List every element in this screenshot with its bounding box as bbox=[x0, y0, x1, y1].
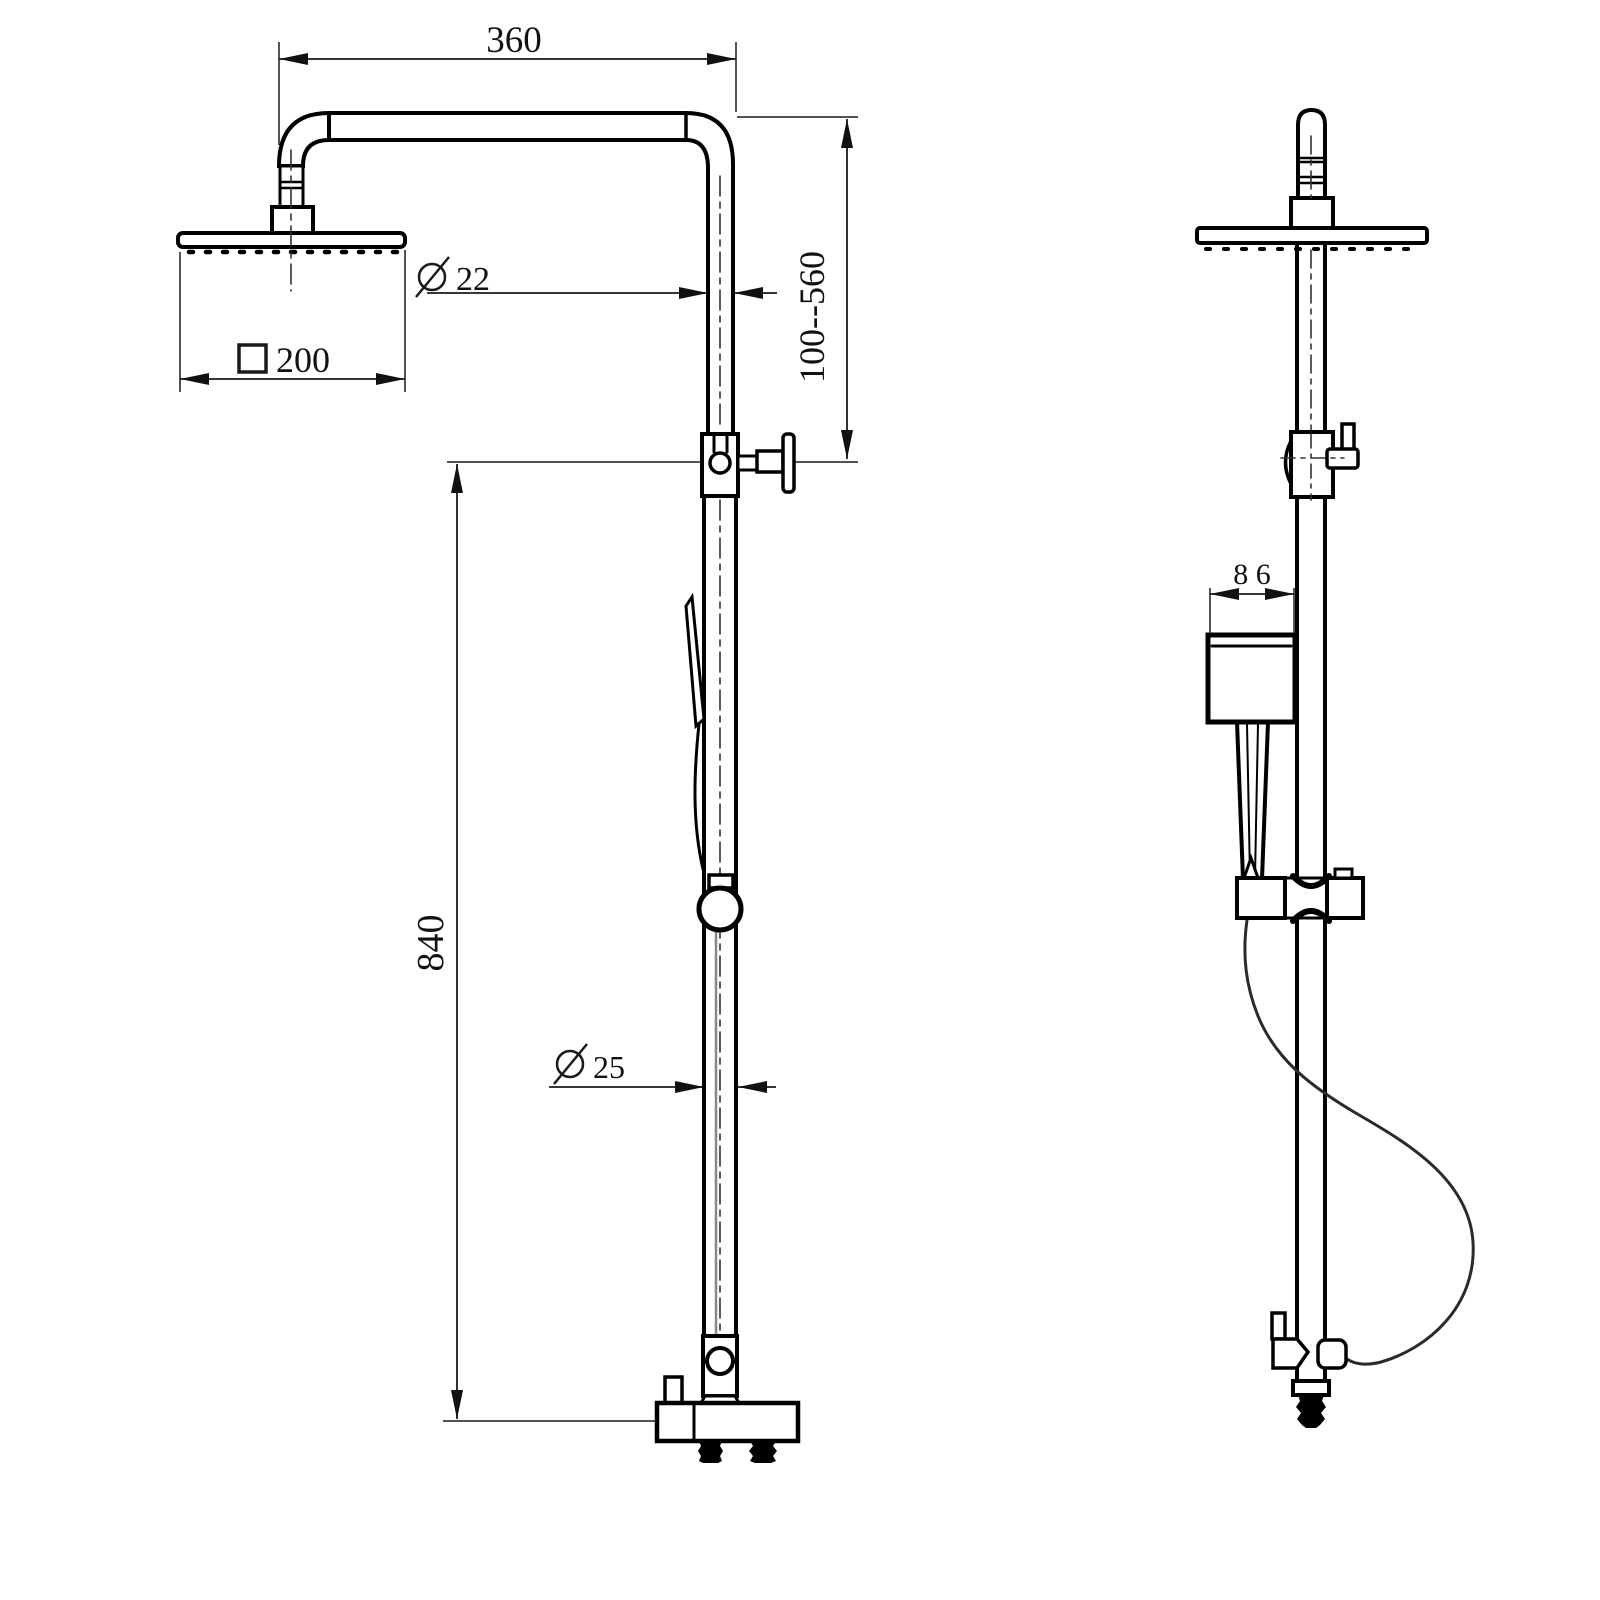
bottom-connector-pivot bbox=[705, 1346, 735, 1376]
dim-text-lower-diameter: 25 bbox=[593, 1049, 625, 1085]
holder-cradle-block bbox=[1235, 876, 1287, 920]
dim-text-upper-diameter: 22 bbox=[456, 261, 490, 298]
bottom-valve-nub bbox=[1316, 1338, 1348, 1370]
arm-elbow-outline bbox=[276, 110, 331, 168]
dim-arrow bbox=[376, 373, 405, 385]
bottom-valve-base bbox=[1291, 1379, 1331, 1397]
dim-arm-length: 360 bbox=[278, 20, 737, 145]
mixer-lever-tab bbox=[663, 1375, 684, 1405]
inlet-nipple-right bbox=[749, 1441, 777, 1463]
dim-height-range: 100--560 bbox=[737, 116, 858, 463]
hand-shower-handle-inner bbox=[1246, 723, 1251, 878]
dim-text-height-range: 100--560 bbox=[792, 251, 832, 383]
inlet-nipple-left bbox=[698, 1441, 723, 1463]
hand-shower-handle-outer bbox=[1235, 720, 1270, 881]
hand-shower-handle-inner bbox=[1254, 723, 1259, 878]
dim-text-arm-length: 360 bbox=[486, 20, 542, 61]
diverter-pivot bbox=[708, 451, 732, 475]
dim-lower-pipe-diameter: 25 bbox=[549, 1043, 776, 1093]
dim-arrow bbox=[841, 119, 853, 148]
dim-arrow bbox=[180, 373, 209, 385]
dim-arrow bbox=[1210, 588, 1239, 600]
diameter-symbol-slash bbox=[415, 256, 450, 298]
diverter-handle-bar bbox=[781, 432, 796, 494]
diverter-handle-stem bbox=[736, 454, 759, 472]
clamp-right-block bbox=[1325, 876, 1365, 920]
bottom-valve-lever-wedge bbox=[1271, 1337, 1311, 1370]
dim-arrow bbox=[679, 287, 708, 299]
corner-inner-pipe-left bbox=[684, 138, 710, 435]
square-symbol-icon bbox=[237, 343, 268, 374]
dim-arrow bbox=[279, 53, 308, 65]
dim-column-height: 840 bbox=[410, 461, 700, 1422]
dim-head-width: 200 bbox=[179, 250, 406, 392]
clamp-right-tab bbox=[1333, 867, 1354, 880]
hand-shower-hose bbox=[1243, 918, 1475, 1366]
dim-arrow bbox=[738, 1081, 767, 1093]
side-view bbox=[1195, 107, 1475, 1428]
dim-arrow bbox=[675, 1081, 704, 1093]
holder-tooth bbox=[1242, 853, 1260, 880]
dim-arrow bbox=[451, 1390, 463, 1419]
holder-ball bbox=[696, 885, 744, 933]
dim-arrow bbox=[1265, 588, 1294, 600]
dim-arrow bbox=[841, 430, 853, 459]
front-view bbox=[176, 110, 801, 1463]
dim-text-hand-shower-width: 8 6 bbox=[1233, 558, 1271, 591]
head-plate-side bbox=[1195, 226, 1429, 245]
hand-shower-head-side bbox=[1205, 632, 1298, 725]
dim-upper-pipe-diameter: 22 bbox=[415, 256, 777, 299]
diverter-side-handle-stem bbox=[1340, 422, 1356, 452]
dim-text-head-width: 200 bbox=[276, 340, 330, 380]
mixer-base-body bbox=[654, 1400, 801, 1444]
dim-arrow bbox=[707, 53, 736, 65]
hand-shower-blade bbox=[684, 592, 706, 730]
dim-arrow bbox=[734, 287, 763, 299]
diameter-symbol-icon bbox=[417, 262, 447, 292]
corner-outer-pipe-right bbox=[684, 111, 735, 435]
head-nut bbox=[270, 205, 315, 235]
head-nut-side bbox=[1289, 196, 1335, 230]
hand-shower-handle-line bbox=[693, 722, 705, 871]
diameter-symbol-slash bbox=[553, 1043, 588, 1085]
diverter-side-body bbox=[1289, 430, 1335, 499]
bottom-valve-lever-tip bbox=[1270, 1311, 1287, 1341]
dim-hand-shower-width: 8 6 bbox=[1209, 558, 1295, 633]
outlet-nipple bbox=[1296, 1395, 1326, 1428]
dimension-annotations: 360 22 100--560 bbox=[179, 20, 1295, 1422]
dim-text-column-height: 840 bbox=[410, 915, 452, 972]
diverter-side-bulge bbox=[1283, 439, 1293, 486]
diameter-symbol-icon bbox=[555, 1049, 585, 1079]
diverter-handle-block bbox=[755, 449, 785, 474]
dim-arrow bbox=[451, 464, 463, 493]
